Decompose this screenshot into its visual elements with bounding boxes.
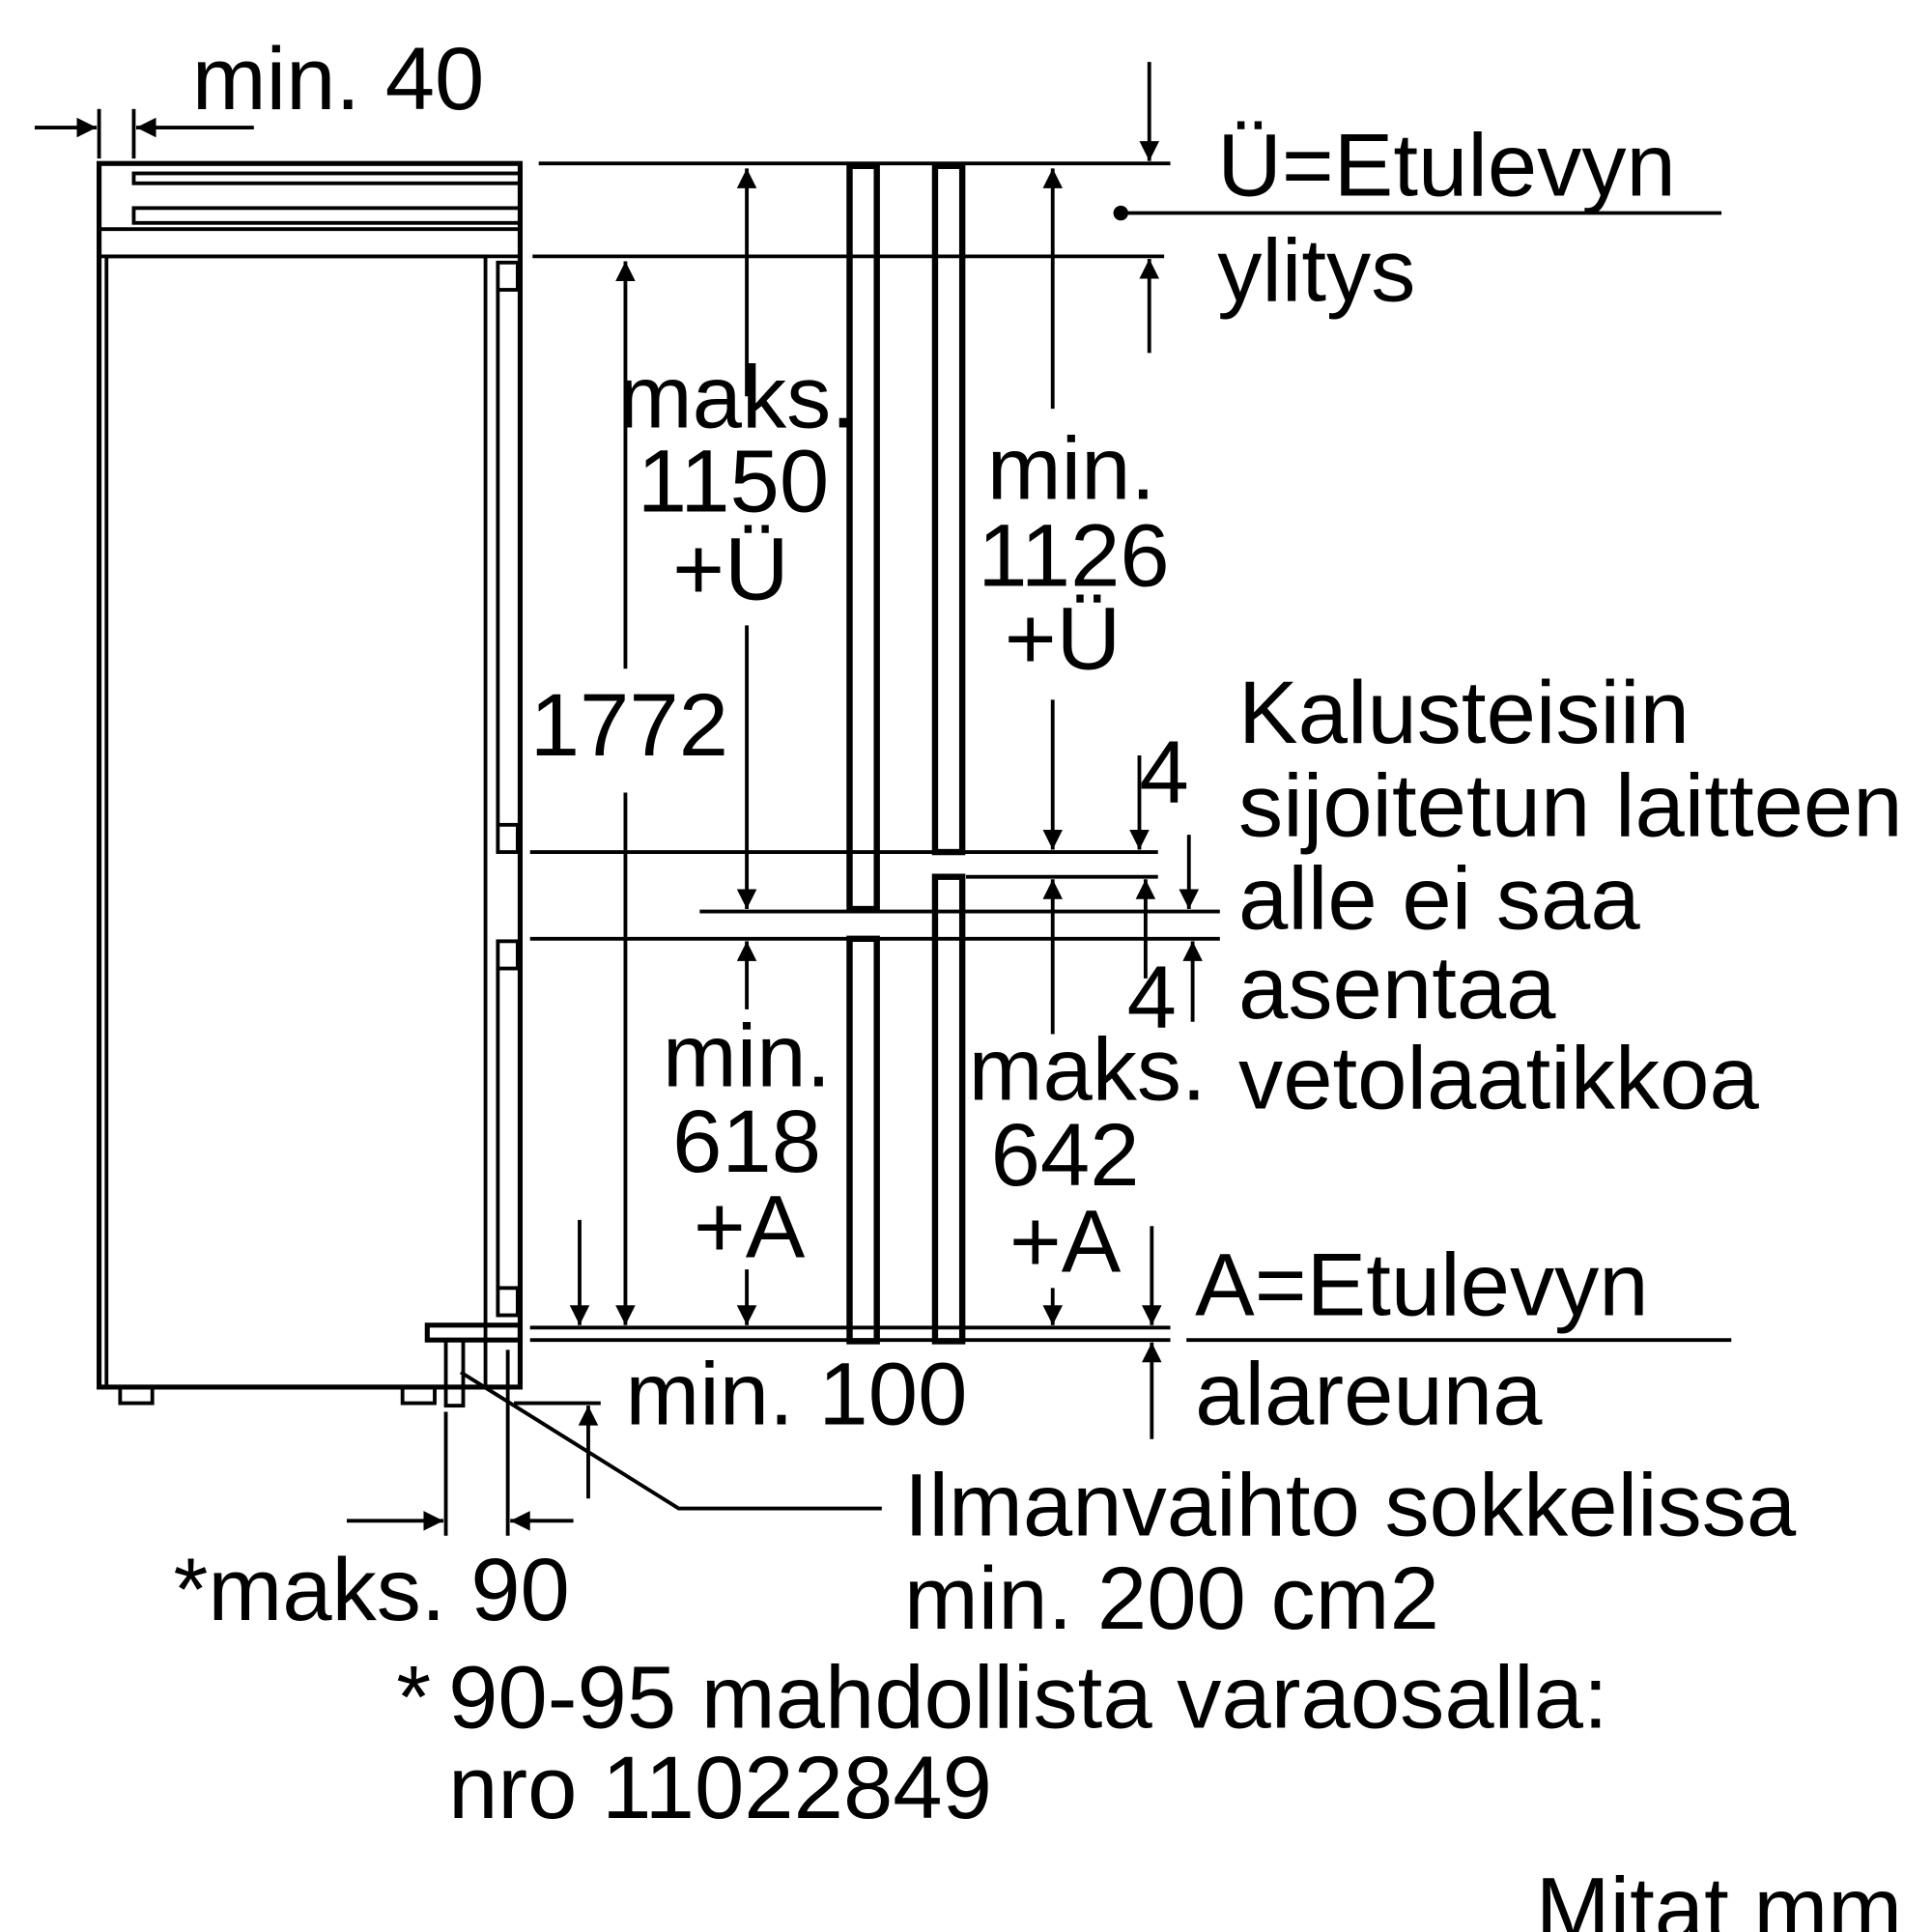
gap-top-label: 4	[1139, 722, 1188, 822]
reference-lines	[97, 108, 1732, 1536]
gap-bottom-label: 4	[1127, 947, 1177, 1047]
maks-90-label: *maks. 90	[173, 1539, 569, 1639]
min-618-label: min.618+A	[663, 1005, 831, 1276]
units-label: Mitat mm	[1536, 1859, 1902, 1932]
a-definition-line1: A=Etulevyn	[1195, 1235, 1648, 1335]
appliance-side-view	[97, 160, 524, 1408]
maks-642-label: maks.642+A	[969, 1018, 1207, 1291]
min-1126-label: min.1126+Ü	[978, 418, 1169, 689]
min-100-label: min. 100	[625, 1343, 967, 1443]
door-panels	[846, 162, 966, 1345]
u-definition-line2: ylitys	[1217, 220, 1415, 321]
footnote: 90-95 mahdollista varaosalla:nro 1102284…	[448, 1646, 1608, 1837]
min-40-label: min. 40	[192, 28, 485, 128]
maks-1150-label: maks.1150+Ü	[618, 346, 856, 618]
height-1772-label: 1772	[530, 674, 728, 775]
u-definition-line1: Ü=Etulevyn	[1217, 115, 1676, 215]
dimension-arrows	[34, 62, 1203, 1531]
footnote-star: *	[396, 1646, 431, 1747]
a-definition-line2: alareuna	[1195, 1343, 1543, 1443]
